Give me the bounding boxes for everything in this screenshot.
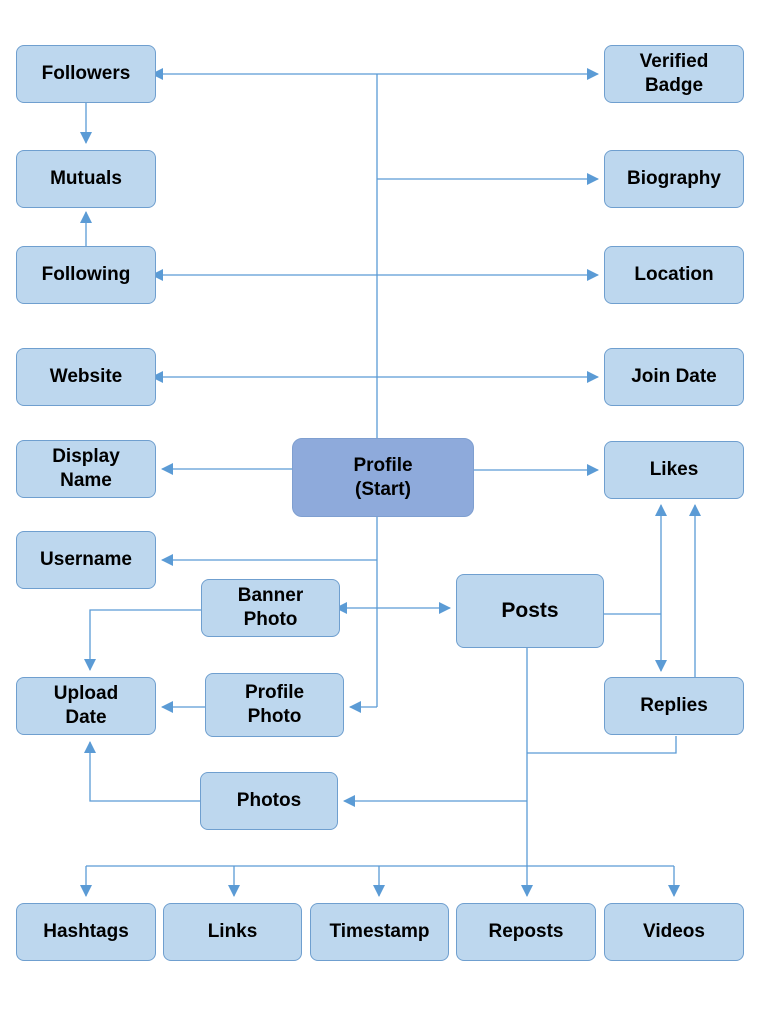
node-username: Username <box>16 531 156 589</box>
node-website: Website <box>16 348 156 406</box>
node-upload-date: Upload Date <box>16 677 156 735</box>
node-verified-badge: Verified Badge <box>604 45 744 103</box>
node-display-name: Display Name <box>16 440 156 498</box>
node-profile-photo: Profile Photo <box>205 673 344 737</box>
edge-photos-uploaddate <box>84 741 201 802</box>
node-profile-start: Profile (Start) <box>292 438 474 517</box>
node-join-date: Join Date <box>604 348 744 406</box>
node-location: Location <box>604 246 744 304</box>
node-biography: Biography <box>604 150 744 208</box>
node-hashtags: Hashtags <box>16 903 156 961</box>
node-posts: Posts <box>456 574 604 648</box>
node-links: Links <box>163 903 302 961</box>
node-photos: Photos <box>200 772 338 830</box>
node-replies: Replies <box>604 677 744 735</box>
node-following: Following <box>16 246 156 304</box>
node-reposts: Reposts <box>456 903 596 961</box>
node-mutuals: Mutuals <box>16 150 156 208</box>
node-videos: Videos <box>604 903 744 961</box>
node-likes: Likes <box>604 441 744 499</box>
node-followers: Followers <box>16 45 156 103</box>
node-timestamp: Timestamp <box>310 903 449 961</box>
edge-banner-uploaddate <box>84 609 201 671</box>
edge-replies-posts <box>527 736 677 754</box>
node-banner-photo: Banner Photo <box>201 579 340 637</box>
